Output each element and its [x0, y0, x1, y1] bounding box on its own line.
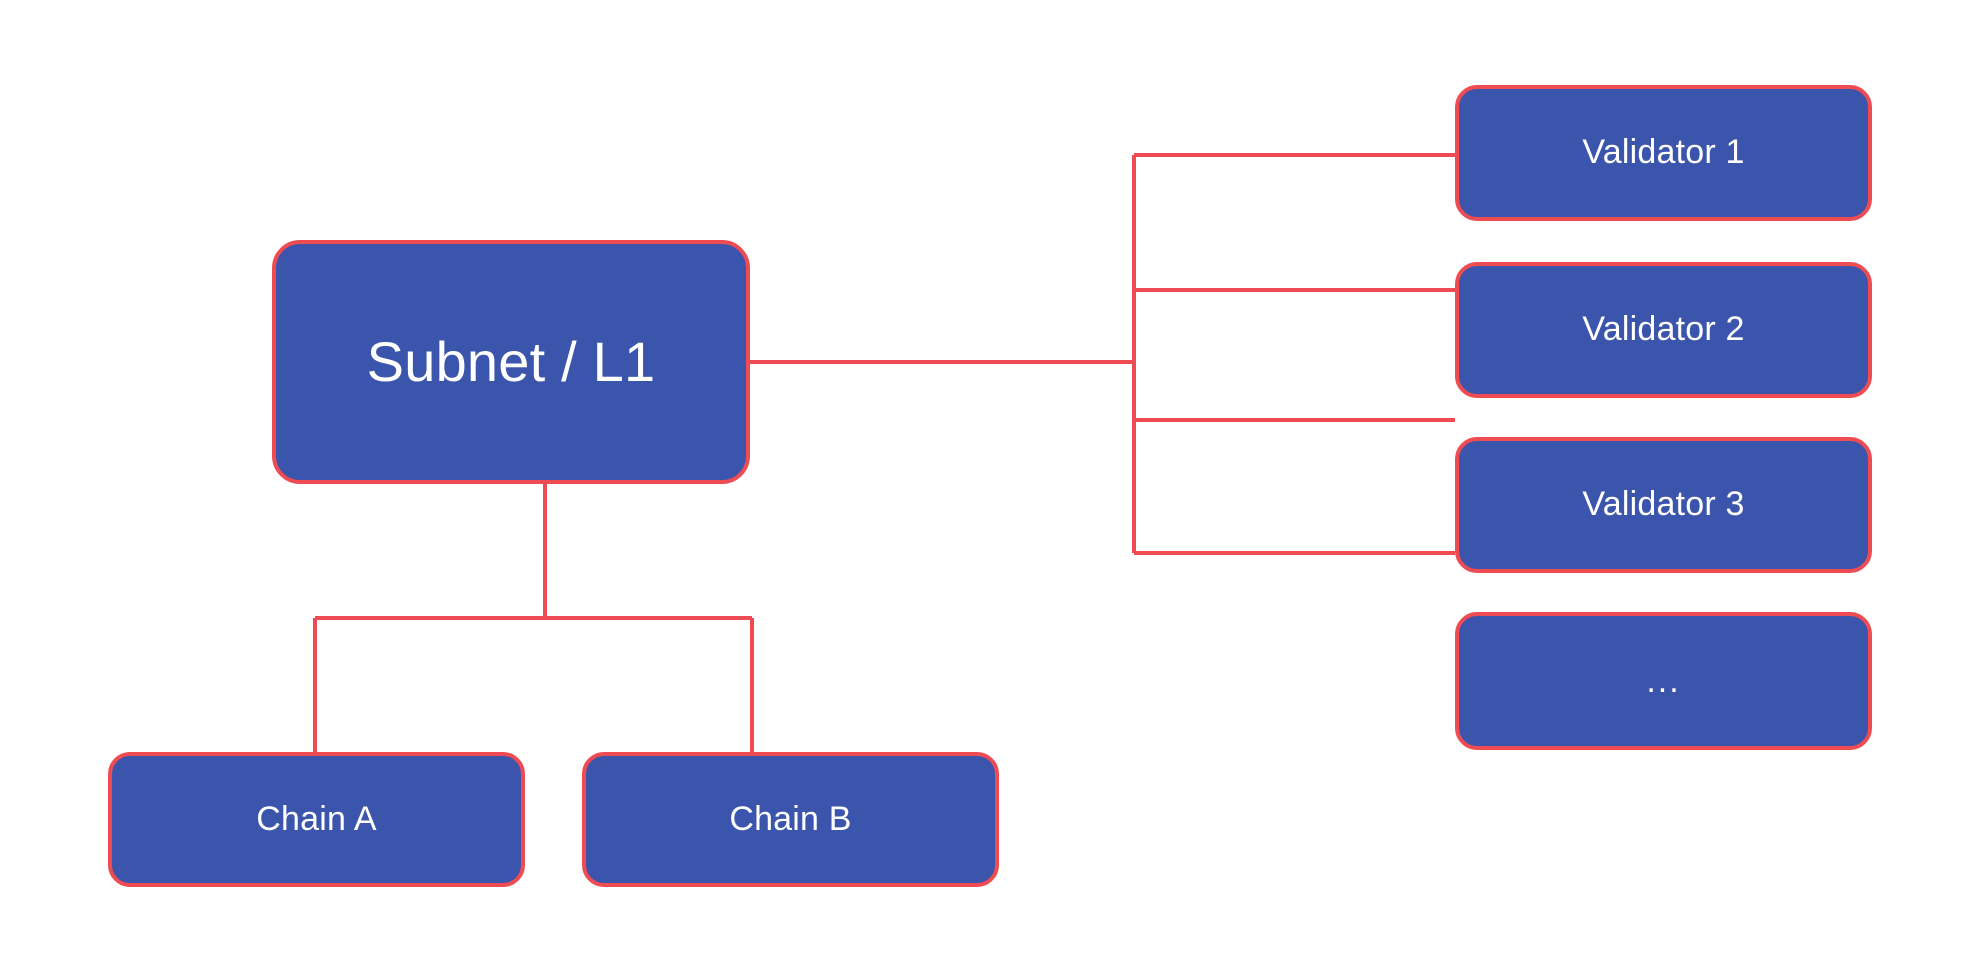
node-chain-b-label: Chain B — [729, 799, 852, 838]
node-subnet-l1-label: Subnet / L1 — [366, 330, 656, 394]
node-validator-1[interactable]: Validator 1 — [1455, 85, 1872, 221]
node-chain-b[interactable]: Chain B — [582, 752, 999, 887]
node-validator-more-label: ... — [1646, 661, 1681, 700]
node-validator-2[interactable]: Validator 2 — [1455, 262, 1872, 398]
node-chain-a[interactable]: Chain A — [108, 752, 525, 887]
node-validator-3-label: Validator 3 — [1582, 485, 1745, 524]
node-validator-2-label: Validator 2 — [1582, 310, 1745, 349]
node-validator-1-label: Validator 1 — [1582, 133, 1745, 172]
node-validator-more[interactable]: ... — [1455, 612, 1872, 750]
node-chain-a-label: Chain A — [256, 799, 377, 838]
node-validator-3[interactable]: Validator 3 — [1455, 437, 1872, 573]
node-subnet-l1[interactable]: Subnet / L1 — [272, 240, 750, 484]
